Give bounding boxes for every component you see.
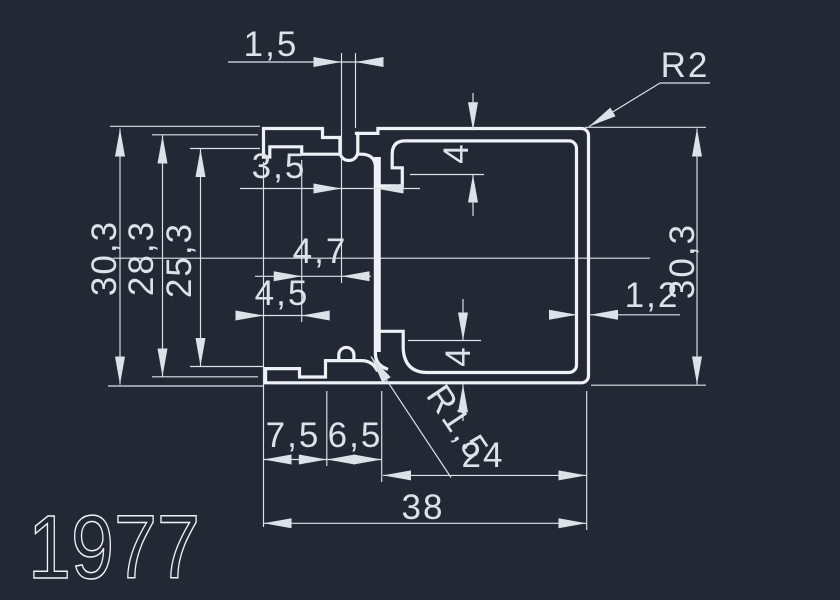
dim-inner-height: 25,3 (160, 149, 206, 366)
dim-step-height: 28,3 (122, 135, 168, 377)
dim-label-overall-height-right: 30,3 (663, 223, 702, 299)
bottom-screw-channel (337, 345, 356, 362)
dim-label-tube-width: 24 (462, 436, 505, 475)
dim-label-slot-width: 1,5 (244, 25, 299, 64)
dim-label-wall-thickness: 1,2 (625, 276, 680, 315)
dim-label-slot-to-wall: 3,5 (252, 147, 307, 186)
dim-label-left-segment: 7,5 (266, 416, 321, 455)
dim-label-overall-height-left: 30,3 (85, 220, 124, 296)
dim-label-overall-width: 38 (402, 488, 445, 527)
dim-edge-width: 4,5 (235, 274, 330, 321)
leader-corner-radius: R2 (588, 46, 710, 127)
dim-slot-width: 1,5 (228, 25, 384, 67)
drawing-number: 1977 (28, 498, 200, 598)
dim-label-step-height: 28,3 (122, 220, 161, 296)
dim-overall-height-right: 30,3 (663, 128, 702, 385)
dim-label-edge-width: 4,5 (255, 274, 310, 313)
dim-middle-segment: 6,5 (326, 416, 383, 465)
dim-overall-height-left: 30,3 (85, 128, 125, 385)
top-flange-underside (261, 145, 341, 159)
dim-bottom-pocket-depth: 4 (439, 299, 478, 421)
dim-slot-to-wall: 3,5 (240, 147, 420, 194)
extension-lines (108, 53, 706, 530)
dim-label-middle-segment: 6,5 (328, 416, 383, 455)
inner-cavity (373, 139, 579, 375)
dim-label-top-pocket-depth: 4 (437, 142, 476, 163)
dim-notch-width: 4,7 (255, 232, 371, 282)
top-flange-outline (261, 126, 341, 159)
dim-wall-thickness: 1,2 (549, 276, 680, 320)
dim-tube-width: 24 (383, 436, 587, 481)
profile (261, 126, 591, 385)
dim-top-pocket-depth: 4 (437, 93, 478, 216)
dim-label-inner-height: 25,3 (160, 222, 199, 298)
dim-label-notch-width: 4,7 (293, 232, 348, 271)
outer-contour (264, 126, 591, 385)
top-screw-channel (338, 131, 360, 163)
dim-overall-width: 38 (263, 488, 587, 529)
dim-label-bottom-pocket-depth: 4 (439, 345, 478, 366)
dim-label-corner-radius: R2 (661, 46, 710, 85)
